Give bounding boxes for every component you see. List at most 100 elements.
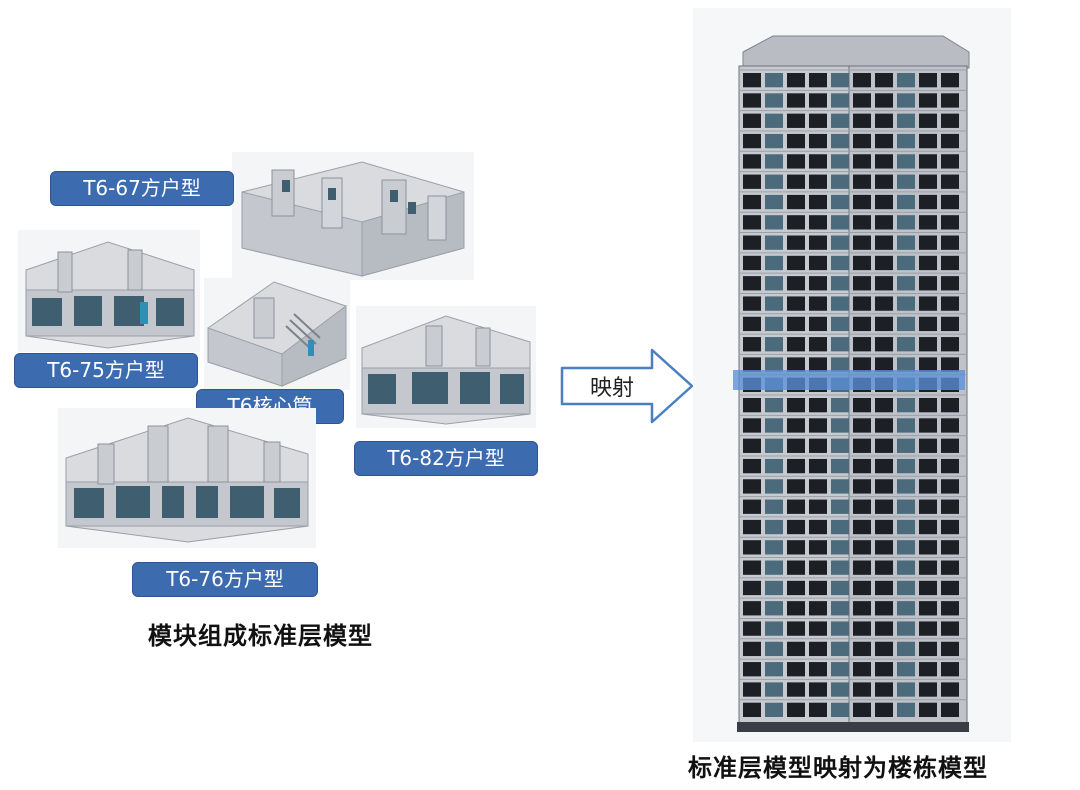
tower-window (853, 113, 871, 128)
tower-window (897, 479, 915, 494)
tower-window (875, 540, 893, 555)
tower-window (897, 215, 915, 230)
tower-window (743, 73, 761, 88)
tower-window (765, 93, 783, 108)
tower-window (743, 194, 761, 210)
tower-window (897, 560, 915, 575)
tower-window (875, 255, 893, 271)
tower-window (919, 235, 937, 250)
tower-window (765, 601, 783, 616)
tower-window (875, 133, 893, 149)
tower-window (809, 540, 827, 555)
tower-window (941, 296, 959, 311)
tower-window (743, 255, 761, 271)
floorplan-3d-image (361, 315, 531, 425)
tower-window (787, 215, 805, 230)
tower-window (743, 418, 761, 433)
core-3d-image (207, 281, 347, 387)
tower-window (853, 540, 871, 555)
tower-window (919, 458, 937, 474)
tower-window (897, 296, 915, 311)
tower-window (765, 398, 783, 413)
tower-window (853, 235, 871, 250)
tower-window (875, 641, 893, 657)
tower-window (831, 662, 849, 677)
tower-window (765, 682, 783, 697)
tower-window (941, 662, 959, 677)
tower-window (875, 702, 893, 717)
tower-window (897, 641, 915, 657)
tower-window (831, 235, 849, 250)
tower-window (743, 357, 761, 372)
tower-window (853, 316, 871, 332)
tower-window (765, 113, 783, 128)
tower-window (831, 499, 849, 514)
tower-window (765, 479, 783, 494)
tower-window (831, 398, 849, 413)
tower-window (743, 438, 761, 453)
tower-floors (739, 69, 967, 717)
tower-window (919, 540, 937, 555)
tower-window (831, 601, 849, 616)
tower-window (919, 194, 937, 210)
tower-window (831, 357, 849, 372)
tower-window (875, 479, 893, 494)
tower-window (875, 398, 893, 413)
tower-window (941, 194, 959, 210)
tower-window (919, 255, 937, 271)
tower-window (787, 276, 805, 291)
tower-window (743, 276, 761, 291)
tower-window (809, 357, 827, 372)
tower-window (919, 621, 937, 636)
tower-window (897, 133, 915, 149)
tower-window (875, 194, 893, 210)
tower-window (809, 398, 827, 413)
tower-window (765, 641, 783, 657)
tower-window (897, 235, 915, 250)
left-caption: 模块组成标准层模型 (148, 622, 373, 650)
tower-window (787, 641, 805, 657)
tower-window (875, 215, 893, 230)
tower-window (897, 337, 915, 352)
tower-window (875, 438, 893, 453)
tower-window (853, 418, 871, 433)
tower-window (765, 235, 783, 250)
tower-window (853, 398, 871, 413)
tower-window (809, 479, 827, 494)
tower-window (875, 113, 893, 128)
tower-window (897, 398, 915, 413)
tower-window (875, 154, 893, 169)
tower-window (853, 337, 871, 352)
tower-window (941, 641, 959, 657)
tower-window (765, 499, 783, 514)
tower-window (919, 418, 937, 433)
module-label-t6-76: T6-76方户型 (132, 562, 318, 597)
tower-window (743, 580, 761, 596)
tower-window (897, 73, 915, 88)
tower-window (765, 215, 783, 230)
tower-window (941, 682, 959, 697)
tower-window (941, 357, 959, 372)
tower-window (919, 174, 937, 189)
tower-window (897, 540, 915, 555)
tower-window (853, 93, 871, 108)
tower-window (787, 479, 805, 494)
tower-window (809, 93, 827, 108)
tower-window (765, 621, 783, 636)
tower-window (941, 601, 959, 616)
tower-window (941, 418, 959, 433)
tower-window (765, 357, 783, 372)
tower-window (809, 113, 827, 128)
tower-window (853, 133, 871, 149)
tower-window (919, 601, 937, 616)
tower-window (765, 662, 783, 677)
tower-window (941, 113, 959, 128)
tower-window (743, 662, 761, 677)
tower-window (831, 479, 849, 494)
tower-window (831, 174, 849, 189)
module-t6-76-model (58, 408, 316, 548)
tower-window (765, 276, 783, 291)
tower-window (897, 601, 915, 616)
tower-window (919, 580, 937, 596)
tower-window (919, 93, 937, 108)
